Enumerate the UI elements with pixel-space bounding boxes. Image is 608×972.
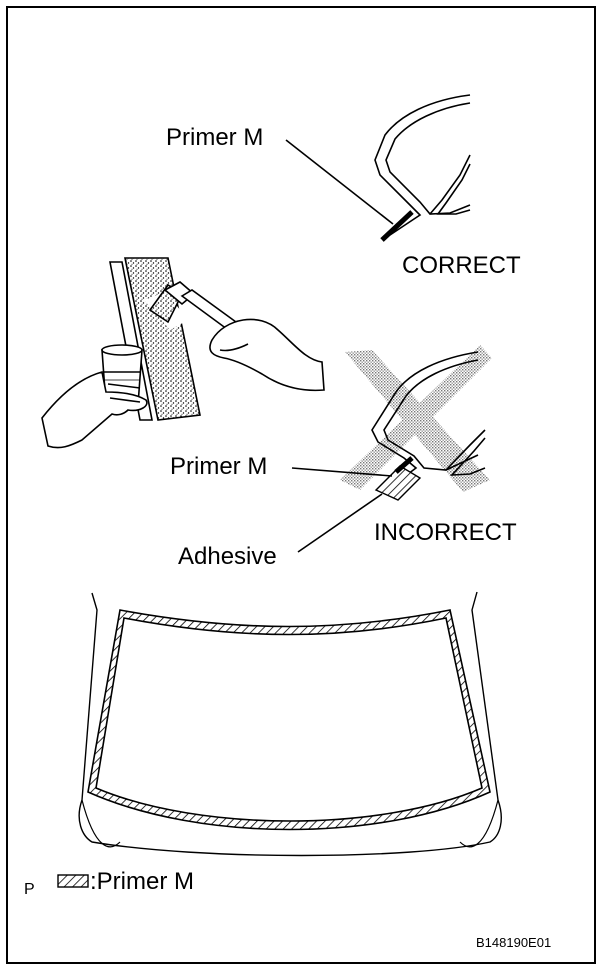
figure-id: B148190E01 (476, 935, 552, 950)
figure-frame (6, 6, 596, 964)
label-incorrect: INCORRECT (374, 519, 517, 546)
incorrect-flange-profile (371, 351, 486, 491)
label-primer-m-mid: Primer M (170, 453, 268, 480)
legend-primer-label: :Primer M (90, 868, 194, 895)
correct-flange-profile (374, 94, 471, 236)
left-hand (41, 371, 148, 449)
label-correct: CORRECT (402, 252, 521, 279)
primer-leader-top (285, 139, 394, 225)
label-adhesive: Adhesive (178, 543, 277, 570)
corner-mark: P (24, 881, 35, 898)
windshield-glass (78, 591, 502, 857)
legend-primer-swatch (57, 874, 89, 888)
label-primer-m-top: Primer M (166, 124, 264, 151)
primer-cup (101, 344, 143, 406)
right-hand (209, 318, 325, 392)
incorrect-adhesive-bead (374, 456, 422, 501)
primer-leader-mid (291, 467, 393, 477)
correct-primer-strip (380, 210, 414, 242)
incorrect-x-mark (340, 345, 492, 492)
adhesive-leader (297, 493, 383, 553)
